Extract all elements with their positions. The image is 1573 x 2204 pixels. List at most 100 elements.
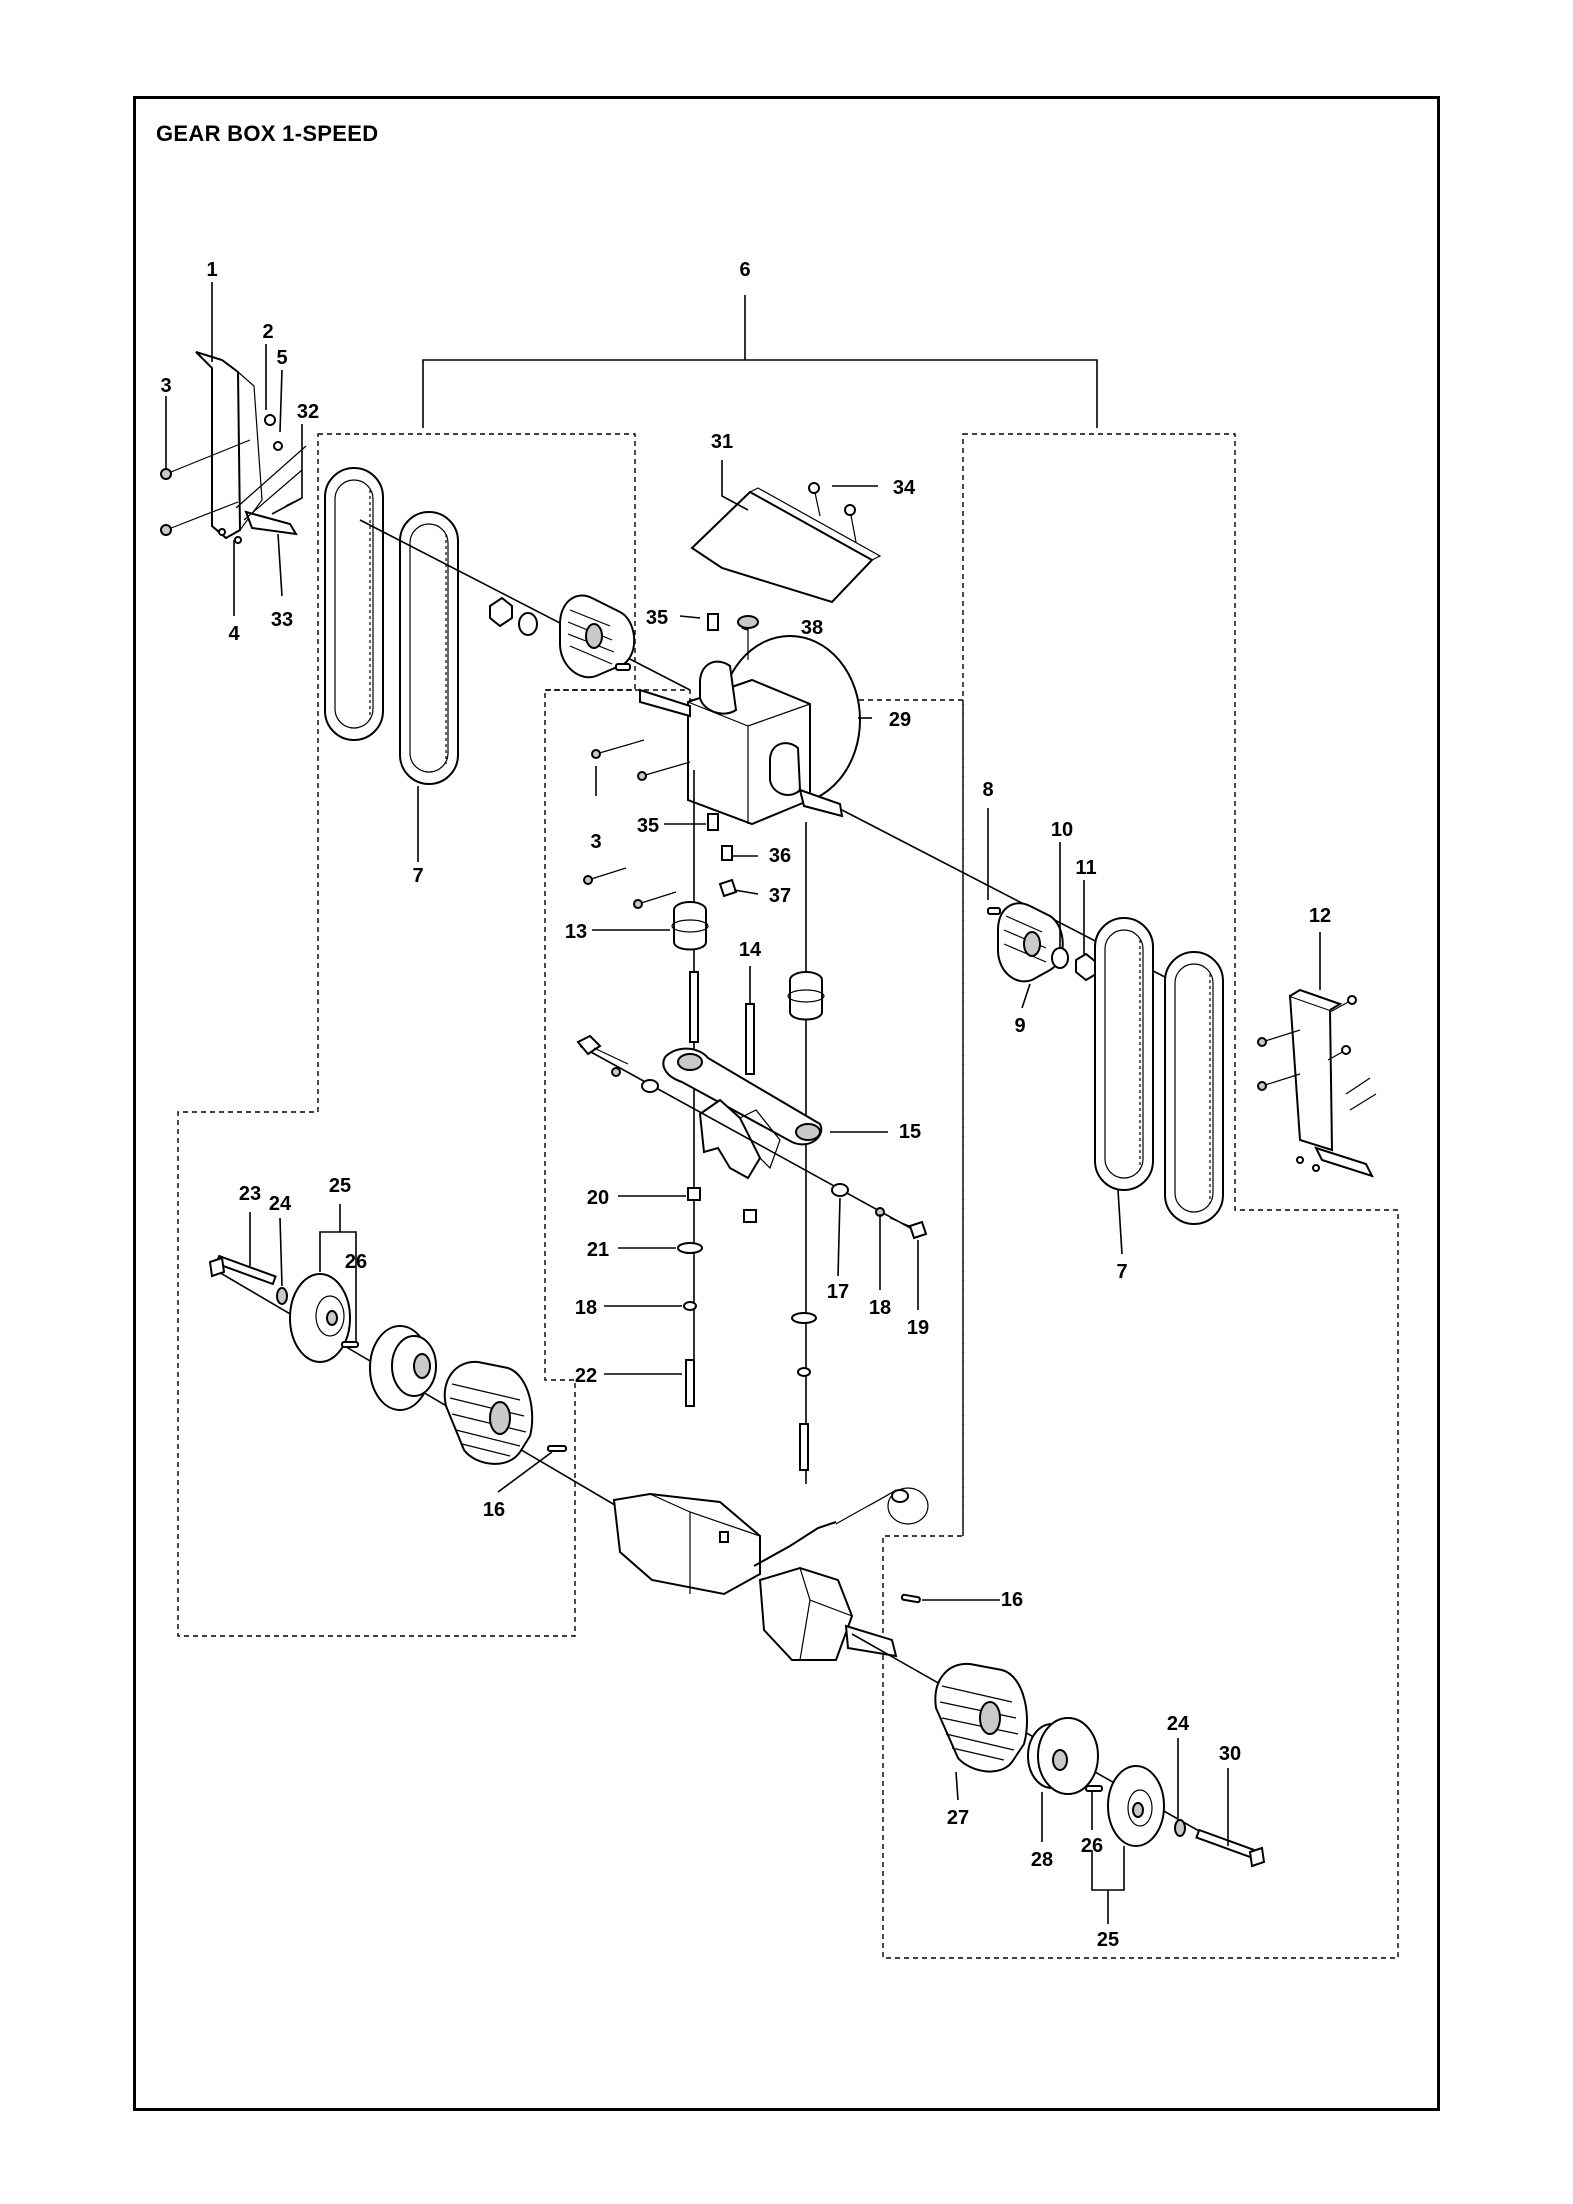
gearbox-cover [690, 487, 882, 604]
callout-35-upper: 35 [646, 607, 668, 629]
key-lower-right-2 [1085, 1785, 1103, 1792]
key-lower-right-1 [900, 1593, 921, 1604]
callout-14: 14 [739, 939, 762, 961]
rubber-mount-2 [787, 971, 825, 1021]
screws-left [160, 414, 307, 544]
callout-29: 29 [889, 709, 911, 731]
callout-15: 15 [899, 1121, 921, 1143]
screws-right [1257, 995, 1377, 1172]
callout-18-right: 18 [869, 1297, 891, 1319]
callout-21: 21 [587, 1239, 609, 1261]
callout-10: 10 [1051, 819, 1073, 841]
bolt-lower-right [1195, 1828, 1266, 1868]
callout-6: 6 [739, 259, 750, 281]
callout-22: 22 [575, 1365, 597, 1387]
washer-lower-left [276, 1287, 288, 1305]
callout-8: 8 [982, 779, 993, 801]
callout-25-left: 25 [329, 1175, 351, 1197]
callout-25-right: 25 [1097, 1929, 1119, 1951]
callout-23: 23 [239, 1183, 261, 1205]
callout-7-right: 7 [1116, 1261, 1127, 1283]
axis-upper-left [359, 519, 691, 691]
harness-loop [835, 1487, 929, 1525]
assembly-boundary-left [177, 433, 636, 1637]
callout-17: 17 [827, 1281, 849, 1303]
bracket-hardware-left [576, 1034, 659, 1093]
callout-32: 32 [297, 401, 319, 423]
belt-upper-left-2 [399, 511, 459, 785]
callout-34: 34 [893, 477, 916, 499]
callout-37: 37 [769, 885, 791, 907]
callout-11: 11 [1075, 857, 1096, 879]
belt-upper-right-1 [1094, 917, 1154, 1191]
key-lower-left-2 [547, 1445, 567, 1452]
bolt-lower-left [208, 1254, 277, 1286]
washer-upper-right [1051, 947, 1069, 969]
bracket-6 [422, 295, 1098, 428]
washer-lower-right [1174, 1819, 1186, 1837]
bracket-hardware-right [831, 1183, 928, 1240]
callout-38: 38 [801, 617, 823, 639]
callout-16-left: 16 [483, 1499, 505, 1521]
key-lower-left-1 [341, 1341, 359, 1348]
nut-upper-right [1075, 952, 1097, 982]
pulley-lower-left [443, 1360, 534, 1465]
gearbox-housing [639, 635, 861, 826]
rear-axle-housing [612, 1492, 898, 1661]
key-upper-left [615, 663, 631, 671]
callout-26-right: 26 [1081, 1835, 1103, 1857]
callout-26-left: 26 [345, 1251, 367, 1273]
callout-20: 20 [587, 1187, 609, 1209]
axis-bracket [579, 1045, 915, 1231]
nuts-washers-below [677, 1187, 817, 1471]
nut-upper-left [489, 596, 513, 628]
callout-9: 9 [1014, 1015, 1025, 1037]
callout-4: 4 [228, 623, 240, 645]
callout-24-left: 24 [269, 1193, 292, 1215]
callout-13: 13 [565, 921, 587, 943]
gearbox-screws [583, 739, 691, 909]
fittings-gearbox [707, 613, 738, 898]
callout-28: 28 [1031, 1849, 1053, 1871]
callout-12: 12 [1309, 905, 1331, 927]
pulley-upper-right [997, 902, 1064, 983]
pulley-lower-right [934, 1662, 1028, 1773]
pulley-upper-left [559, 594, 636, 679]
guard-plate-left [195, 351, 298, 540]
callout-35-lower: 35 [637, 815, 659, 837]
belt-upper-left-1 [324, 467, 384, 741]
hub-lower-left [369, 1325, 437, 1411]
rubber-mount-1 [671, 901, 709, 951]
page-title: GEAR BOX 1-SPEED [156, 121, 379, 146]
callout-24-right: 24 [1167, 1713, 1190, 1735]
cover-screws [808, 482, 857, 543]
breather-plug [737, 615, 759, 660]
callout-3-left: 3 [160, 375, 171, 397]
diagram-frame [133, 96, 1440, 2111]
washer-upper-left [518, 612, 538, 636]
callout-31: 31 [711, 431, 733, 453]
callout-19: 19 [907, 1317, 929, 1339]
mounting-bracket [662, 1047, 823, 1180]
callout-30: 30 [1219, 1743, 1241, 1765]
callout-1: 1 [206, 259, 217, 281]
callout-33: 33 [271, 609, 293, 631]
assembly-boundary-center [545, 689, 964, 1536]
callout-7-left: 7 [412, 865, 423, 887]
callout-27: 27 [947, 1807, 969, 1829]
guard-plate-right [1288, 988, 1374, 1178]
callout-2: 2 [262, 321, 273, 343]
leader-lines [165, 282, 1321, 1924]
callout-16-right: 16 [1001, 1589, 1023, 1611]
hub-disc-lower-left [289, 1273, 351, 1363]
callout-18-left: 18 [575, 1297, 597, 1319]
belt-upper-right-2 [1164, 951, 1224, 1225]
callout-36: 36 [769, 845, 791, 867]
hub-lower-right [1027, 1717, 1099, 1795]
callout-5: 5 [276, 347, 287, 369]
callout-3-center: 3 [590, 831, 601, 853]
hub-disc-lower-right [1107, 1765, 1165, 1847]
key-upper-right [987, 907, 1001, 915]
axle-bolt [719, 1531, 729, 1543]
